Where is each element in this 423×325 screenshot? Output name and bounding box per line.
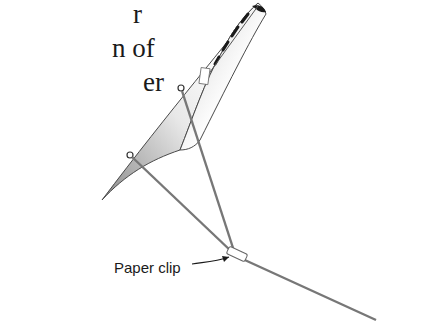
cropped-text: er — [143, 69, 164, 96]
bridle-point — [178, 85, 184, 91]
part-name: Paper clip — [114, 260, 181, 275]
kite-tab — [199, 68, 210, 85]
leader-line — [192, 257, 229, 264]
paper-clip — [226, 246, 248, 262]
kite-spar-stripes — [215, 14, 248, 64]
bridle-line — [132, 157, 232, 252]
leader-arrowhead — [222, 256, 229, 262]
kite-spar — [210, 6, 258, 72]
kite-sail — [102, 3, 258, 200]
flying-line — [236, 256, 376, 320]
cropped-text: n of — [112, 35, 155, 62]
cropped-text: r — [133, 1, 142, 28]
bridle-line — [182, 91, 234, 251]
